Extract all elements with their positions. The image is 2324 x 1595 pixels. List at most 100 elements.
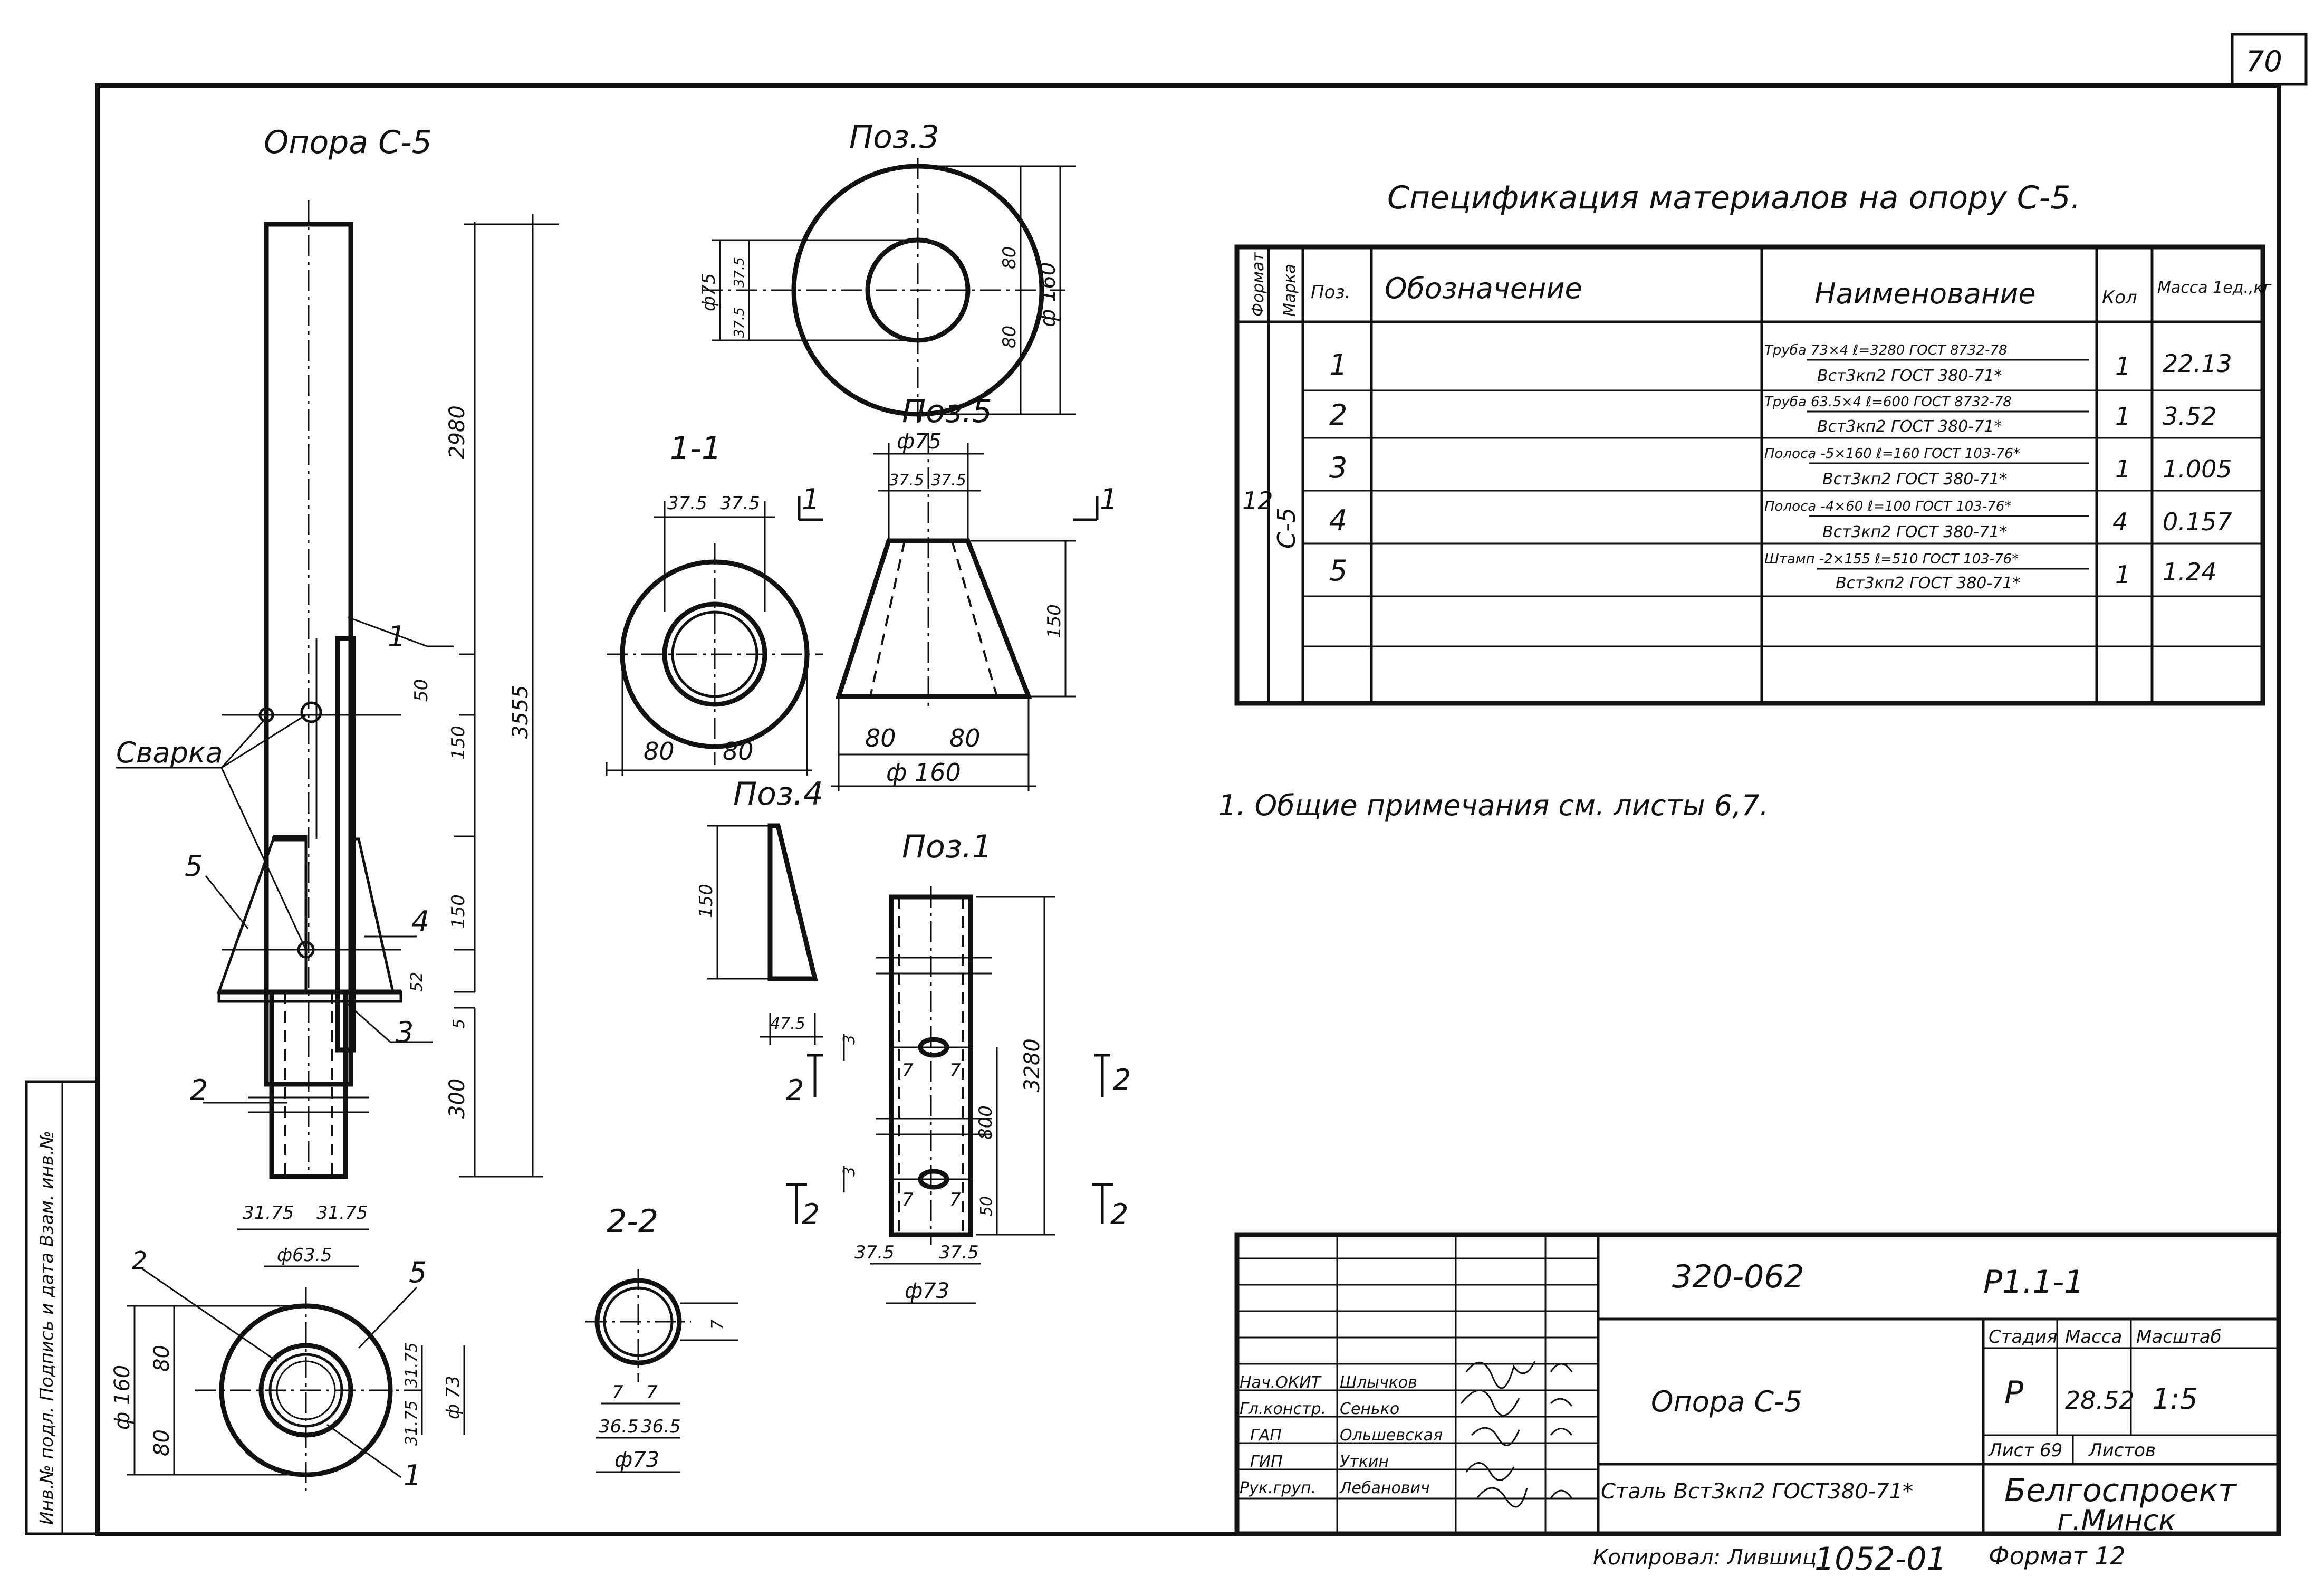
p1-7a: 7	[902, 1060, 914, 1081]
signature-name: Сенько	[1340, 1400, 1399, 1418]
pos1-title: Поз.1	[902, 828, 992, 865]
p5-375: 37.5	[889, 471, 924, 490]
section-2-2-title: 2-2	[607, 1203, 658, 1240]
plan-d160: ф 160	[110, 1365, 135, 1430]
sheet-code: Р1.1-1	[1983, 1264, 2084, 1301]
p1-375b: 37.5	[939, 1242, 979, 1263]
p1-50: 50	[977, 1196, 996, 1216]
spec-row-qty: 1	[2115, 352, 2130, 380]
dim-5: 5	[450, 1019, 468, 1029]
s22-7a: 7	[612, 1382, 623, 1403]
sheet-label: Лист 69	[1987, 1440, 2062, 1461]
spec-row-pos: 1	[1329, 348, 1347, 381]
signature-row: Рук.груп. Лебанович	[1240, 1479, 1430, 1497]
spec-h-mass: Масса 1ед.,кг	[2157, 279, 2272, 297]
plan-d73: ф 73	[443, 1376, 464, 1419]
p3-d160: ф 160	[1036, 262, 1060, 327]
sheets-label: Листов	[2088, 1440, 2156, 1461]
spec-row-name-top: Полоса -5×160 ℓ=160 ГОСТ 103-76*	[1764, 446, 2020, 462]
spec-row-name-bottom: Вст3кп2 ГОСТ 380-71*	[1836, 574, 2020, 593]
p3-80a: 80	[999, 246, 1020, 269]
dim-3175a: 31.75	[243, 1202, 294, 1224]
spec-row-name-top: Штамп -2×155 ℓ=510 ГОСТ 103-76*	[1764, 551, 2019, 567]
signature-role: Гл.констр.	[1240, 1400, 1326, 1418]
p1-7b: 7	[949, 1060, 961, 1081]
signature-row: Гл.констр. Сенько	[1240, 1400, 1399, 1418]
spec-row-name-bottom: Вст3кп2 ГОСТ 380-71*	[1822, 470, 2007, 489]
pos4-strip	[767, 823, 818, 981]
cut-1-left: 1	[802, 483, 820, 516]
spec-row-name-bottom: Вст3кп2 ГОСТ 380-71*	[1817, 367, 2002, 385]
spec-row: 5 Штамп -2×155 ℓ=510 ГОСТ 103-76* Вст3кп…	[1329, 551, 2216, 593]
spec-format-value: 12	[1242, 486, 1273, 515]
leader-2: 2	[190, 1074, 208, 1107]
s22-7c: 7	[708, 1320, 727, 1330]
dim-300: 300	[445, 1078, 469, 1119]
signature-row: ГАП Ольшевская	[1250, 1426, 1443, 1445]
p3-375b: 37.5	[732, 257, 747, 288]
p5-80b: 80	[949, 724, 981, 752]
p1-3280: 3280	[1020, 1038, 1044, 1092]
p5-150: 150	[1044, 604, 1065, 638]
strip-pos4	[335, 636, 356, 1053]
dim-3175b: 31.75	[316, 1202, 368, 1224]
plan-3175b: 31.75	[402, 1400, 421, 1446]
p1-3a: 3	[840, 1035, 859, 1045]
spec-row-qty: 4	[2112, 508, 2128, 536]
side-stamp-text: Инв.№ подл. Подпись и дата Взам. инв.№	[36, 1131, 57, 1525]
cut-2d: 2	[1110, 1198, 1128, 1231]
organization: Белгоспроект	[2004, 1472, 2237, 1509]
spec-row-pos: 4	[1329, 504, 1347, 537]
p4-150: 150	[696, 884, 717, 918]
spec-row-mass: 1.005	[2163, 455, 2232, 483]
spec-title: Спецификация материалов на опору С-5.	[1387, 179, 2081, 216]
spec-row-name-top: Труба 63.5×4 ℓ=600 ГОСТ 8732-78	[1764, 394, 2012, 410]
sheet-frame	[95, 83, 2281, 1536]
leader-plan-2: 2	[132, 1246, 147, 1275]
signature-role: ГАП	[1250, 1426, 1282, 1445]
spec-h-format: Формат	[1249, 252, 1267, 317]
spec-row-pos: 2	[1329, 398, 1347, 432]
signature-role: Нач.ОКИТ	[1240, 1373, 1322, 1392]
material: Сталь Вст3кп2 ГОСТ380-71*	[1601, 1479, 1913, 1504]
pos5-cone	[835, 538, 1032, 699]
signature-name: Шлычков	[1340, 1373, 1417, 1392]
cut-2a: 2	[786, 1074, 804, 1107]
p1-7d: 7	[949, 1189, 961, 1210]
spec-table	[1234, 244, 2265, 706]
spec-h-name: Наименование	[1814, 277, 2036, 310]
dim-150: 150	[448, 725, 469, 760]
page-number-box	[2231, 33, 2308, 86]
section-1-1-title: 1-1	[670, 430, 722, 467]
stage-header: Стадия	[1989, 1326, 2057, 1348]
signature-row: Нач.ОКИТ Шлычков	[1240, 1373, 1417, 1392]
spec-row-name-bottom: Вст3кп2 ГОСТ 380-71*	[1817, 417, 2002, 436]
p5-375b: 37.5	[931, 471, 966, 490]
s11-80: 80	[644, 737, 675, 766]
cut-2b: 2	[1113, 1063, 1131, 1096]
plan-80b: 80	[150, 1429, 174, 1456]
spec-row-pos: 3	[1329, 451, 1347, 484]
copy-code: 1052-01	[1814, 1541, 1947, 1578]
p1-800: 800	[975, 1105, 996, 1140]
format-label: Формат 12	[1989, 1542, 2126, 1570]
spec-row-pos: 5	[1329, 554, 1347, 587]
spec-h-designation: Обозначение	[1385, 272, 1582, 305]
signature-name: Ольшевская	[1340, 1426, 1443, 1445]
stage-value: Р	[2004, 1374, 2024, 1411]
p1-d73: ф73	[905, 1279, 949, 1303]
cut-1-right: 1	[1100, 483, 1118, 516]
dim-150b: 150	[448, 894, 469, 929]
leader-1: 1	[388, 620, 406, 653]
page-number: 70	[2246, 45, 2282, 78]
spec-row-qty: 1	[2115, 455, 2130, 483]
s11-375: 37.5	[667, 493, 707, 514]
dim-3555: 3555	[508, 685, 533, 739]
support-title: Опора С-5	[264, 124, 432, 161]
spec-row-mass: 22.13	[2163, 349, 2232, 378]
leader-plan-1: 1	[404, 1459, 421, 1492]
p1-375: 37.5	[854, 1242, 895, 1263]
s22-365b: 36.5	[641, 1416, 681, 1437]
p3-375: 37.5	[732, 307, 747, 338]
